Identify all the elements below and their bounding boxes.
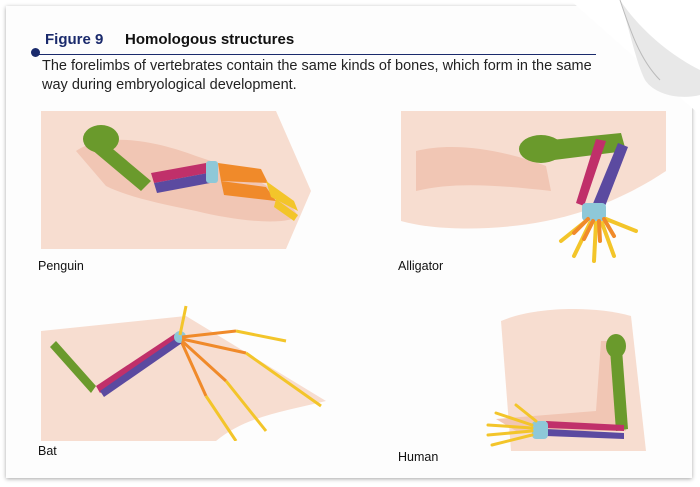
bat-panel: Bat xyxy=(36,301,336,458)
alligator-label: Alligator xyxy=(398,259,444,273)
alligator-illustration xyxy=(401,111,666,263)
penguin-panel: Penguin xyxy=(36,111,316,273)
header-bullet xyxy=(31,48,40,57)
human-label: Human xyxy=(398,450,439,464)
bat-label: Bat xyxy=(38,444,57,458)
penguin-illustration xyxy=(41,111,311,249)
bat-illustration xyxy=(41,305,326,441)
figure-header: Figure 9 Homologous structures xyxy=(31,28,596,57)
figure-caption: The forelimbs of vertebrates contain the… xyxy=(42,58,592,93)
penguin-label: Penguin xyxy=(38,259,84,273)
figure-number: Figure 9 xyxy=(45,31,104,48)
alligator-panel: Alligator xyxy=(396,111,671,273)
figure-page: Figure 9 Homologous structures The forel… xyxy=(6,6,692,478)
human-illustration xyxy=(486,309,646,451)
human-panel: Human xyxy=(396,301,661,464)
figure-title: Homologous structures xyxy=(125,31,295,48)
page-curl-decoration xyxy=(570,0,700,115)
